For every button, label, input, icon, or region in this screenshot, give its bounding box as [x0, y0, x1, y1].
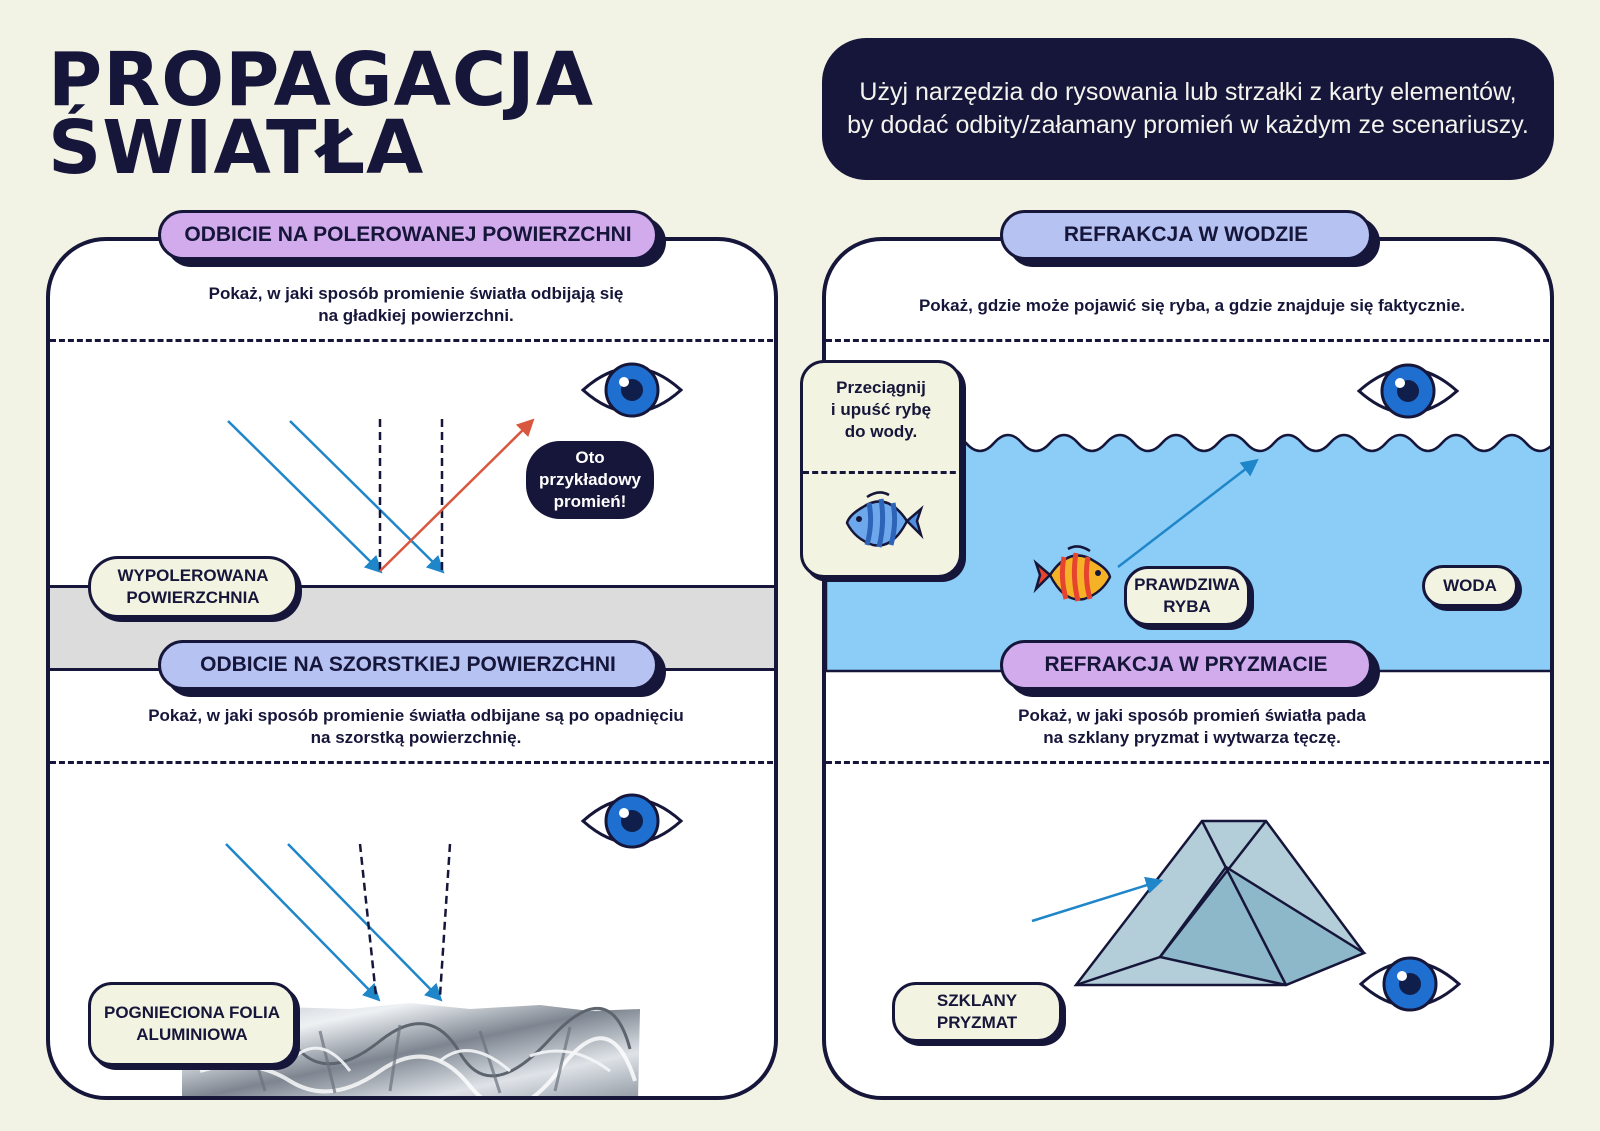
polished-divider — [50, 339, 774, 342]
real-fish-line-2: RYBA — [1163, 597, 1211, 616]
polished-label-line-2: POWIERZCHNIA — [126, 588, 260, 607]
water-divider — [826, 339, 1550, 342]
foil-image — [182, 1003, 640, 1096]
drag-fish-box[interactable]: Przeciągnij i upuść rybę do wody. — [800, 360, 962, 578]
rough-rays[interactable] — [50, 241, 778, 1100]
rough-label-line-1: POGNIECIONA FOLIA — [104, 1003, 280, 1022]
example-line-3: promień! — [553, 492, 627, 511]
polished-section-title: ODBICIE NA POLEROWANEJ POWIERZCHNI — [158, 210, 658, 260]
water-ray[interactable] — [826, 241, 1554, 641]
example-line-1: Oto — [575, 448, 605, 467]
water-description: Pokaż, gdzie może pojawić się ryba, a gd… — [826, 295, 1550, 317]
example-ray-bubble: Oto przykładowy promień! — [526, 441, 654, 519]
eye-icon — [580, 793, 684, 849]
eye-icon — [1356, 363, 1460, 419]
water-section-title: REFRAKCJA W WODZIE — [1000, 210, 1372, 260]
polished-desc-line-1: Pokaż, w jaki sposób promienie światła o… — [208, 284, 624, 303]
incident-ray-2 — [289, 420, 445, 574]
example-line-2: przykładowy — [538, 470, 642, 489]
water-ray-line — [1117, 458, 1259, 568]
rough-desc-line-1: Pokaż, w jaki sposób promienie światła o… — [148, 706, 684, 725]
drag-instruction: Przeciągnij i upuść rybę do wody. — [803, 377, 959, 443]
rough-incident-ray-2 — [287, 843, 443, 1002]
real-fish-line-1: PRAWDZIWA — [1134, 575, 1240, 594]
water-label: WODA — [1422, 565, 1518, 607]
title-line-2: ŚWIATŁA — [48, 105, 425, 191]
rough-divider — [50, 761, 774, 764]
prism-desc-line-1: Pokaż, w jaki sposób promień światła pad… — [1018, 706, 1366, 725]
rough-title-text: ODBICIE NA SZORSTKIEJ POWIERZCHNI — [200, 653, 616, 676]
water-desc-text: Pokaż, gdzie może pojawić się ryba, a gd… — [918, 296, 1466, 315]
drag-line-2: i upuść rybę — [830, 400, 932, 419]
prism-label-line-1: SZKLANY — [936, 991, 1018, 1010]
rough-normal-line-2 — [438, 843, 452, 997]
eye-icon — [1358, 956, 1462, 1012]
fish-icon[interactable] — [1033, 543, 1114, 607]
eye-icon — [580, 362, 684, 418]
rough-label-line-2: ALUMINIOWA — [136, 1025, 248, 1044]
polished-desc-line-2: na gładkiej powierzchni. — [318, 306, 514, 325]
drag-line-3: do wody. — [844, 422, 918, 441]
water-label-text: WODA — [1443, 576, 1497, 595]
page-title: PROPAGACJA ŚWIATŁA — [48, 37, 594, 191]
incident-ray-1 — [227, 420, 383, 574]
polished-description: Pokaż, w jaki sposób promienie światła o… — [50, 283, 774, 327]
polished-rays[interactable] — [50, 241, 778, 661]
drag-line-1: Przeciągnij — [836, 378, 926, 397]
title-line-1: PROPAGACJA — [48, 37, 594, 123]
polished-surface-label: WYPOLEROWANA POWIERZCHNIA — [88, 556, 298, 618]
rough-section-title: ODBICIE NA SZORSTKIEJ POWIERZCHNI — [158, 640, 658, 690]
polished-title-text: ODBICIE NA POLEROWANEJ POWIERZCHNI — [184, 223, 632, 246]
real-fish-label: PRAWDZIWA RYBA — [1124, 566, 1250, 626]
example-reflected-ray — [379, 418, 535, 572]
polished-label-line-1: WYPOLEROWANA — [117, 566, 269, 585]
fish-icon[interactable] — [843, 489, 924, 553]
prism-label-line-2: PRYZMAT — [936, 1013, 1018, 1032]
prism-incident-ray — [1031, 876, 1164, 923]
rough-description: Pokaż, w jaki sposób promienie światła o… — [50, 705, 774, 749]
prism-label: SZKLANY PRYZMAT — [892, 982, 1062, 1042]
prism-title-text: REFRAKCJA W PRYZMACIE — [1044, 653, 1328, 676]
prism-image[interactable] — [826, 241, 1554, 1100]
rough-desc-line-2: na szorstką powierzchnię. — [310, 728, 522, 747]
water-title-text: REFRAKCJA W WODZIE — [1063, 223, 1309, 246]
rough-surface-label: POGNIECIONA FOLIA ALUMINIOWA — [88, 982, 296, 1066]
prism-desc-line-2: na szklany pryzmat i wytwarza tęczę. — [1043, 728, 1341, 747]
prism-section-title: REFRAKCJA W PRYZMACIE — [1000, 640, 1372, 690]
prism-divider — [826, 761, 1550, 764]
instruction-banner: Użyj narzędzia do rysowania lub strzałki… — [822, 38, 1554, 180]
instruction-text: Użyj narzędzia do rysowania lub strzałki… — [847, 78, 1529, 139]
prism-description: Pokaż, w jaki sposób promień światła pad… — [826, 705, 1550, 749]
rough-incident-ray-1 — [225, 843, 381, 1002]
drag-box-divider — [803, 471, 959, 474]
